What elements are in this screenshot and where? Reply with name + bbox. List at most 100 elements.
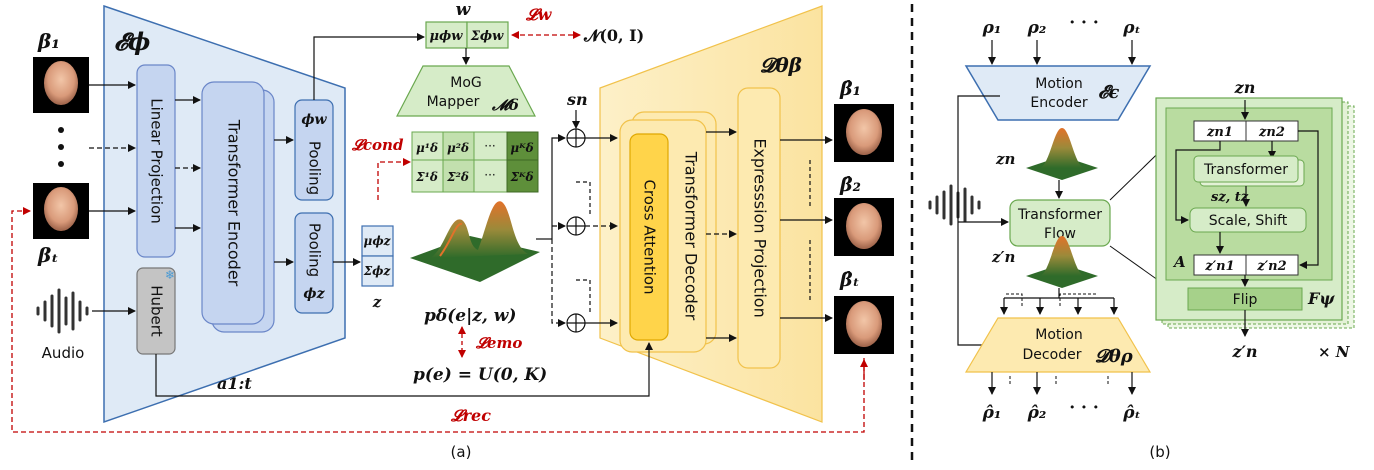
transformer-decoder-label: Transformer Decoder [682, 151, 701, 321]
merge-z-n1: z′n1 [1204, 259, 1234, 274]
mu-w-text: μϕw [430, 29, 464, 44]
pooling-z-label: Pooling [306, 223, 324, 277]
transformer-encoder-block [201, 81, 265, 325]
a-seq-label: a1:t [217, 374, 252, 393]
linear-projection-label: Linear Projection [148, 98, 166, 224]
face-beta-1 [33, 57, 89, 113]
beta-t-label: βₜ [37, 243, 59, 267]
cross-attention-label: Cross Attention [641, 179, 659, 294]
face-beta-hat-1 [834, 104, 894, 162]
scale-shift-block [1189, 207, 1307, 233]
loss-rec-label: 𝓛rec [450, 406, 491, 425]
w-label: w [456, 0, 472, 20]
sigma-cell-k: Σᴷδ [509, 170, 533, 184]
mu-cell-1: μ¹δ [416, 141, 438, 155]
flow-z-n-prime-out: z′n [1232, 342, 1258, 361]
sigma-w-cell [466, 21, 509, 49]
inner-transformer-label: Transformer [1203, 162, 1288, 178]
motion-encoder-line2: Encoder [1030, 95, 1087, 111]
cross-attention-block [629, 133, 669, 341]
audio-waveform-icon-b [928, 184, 981, 226]
audio-label: Audio [42, 344, 85, 362]
beta-hat-2-label: β̂₂ [839, 174, 861, 196]
beta-hat-1-label: β̂₁ [839, 78, 861, 100]
transformer-flow-line2: Flow [1044, 226, 1076, 242]
face-beta-hat-2 [834, 198, 894, 256]
motion-encoder-block [964, 65, 1152, 121]
expression-projection-block [737, 87, 781, 369]
loss-w-label: 𝓛w [525, 5, 553, 24]
flip-label: Flip [1233, 292, 1258, 308]
mog-parameter-grid [411, 131, 539, 193]
motion-decoder-line1: Motion [1035, 327, 1082, 343]
rho-hat-dots: · · · [1069, 398, 1099, 418]
pooling-w-label: Pooling [306, 141, 324, 195]
sigma-z-cell [361, 255, 394, 287]
mog-surface-plot [410, 201, 540, 282]
mu-cell-2: μ²δ [447, 141, 469, 155]
pooling-z-block [294, 212, 334, 314]
s-n-label: sn [566, 90, 588, 109]
split-z-n2: zn2 [1258, 125, 1285, 140]
times-n-label: × N [1318, 343, 1351, 361]
z-n-label: zn [995, 150, 1015, 168]
A-label: A [1172, 253, 1186, 271]
sigma-cell-2: Σ²δ [446, 170, 469, 184]
mu-cell-dots: ··· [484, 139, 495, 153]
z-n-prime-label: z′n [991, 248, 1015, 266]
motion-encoder-symbol: 𝓔ϵ [1098, 82, 1119, 103]
s-t-label: sz, tz [1211, 190, 1249, 205]
rho-1-label: ρ₁ [982, 18, 1002, 38]
sigma-z-text: Σϕz [363, 264, 392, 278]
z-label: z [372, 293, 382, 311]
inner-transformer-block [1193, 155, 1299, 183]
normal-prior-label: 𝓝(0, I) [583, 26, 644, 45]
motion-encoder-line1: Motion [1035, 76, 1082, 92]
merge-z-n2: z′n2 [1256, 259, 1286, 274]
caption-b: (b) [1149, 443, 1170, 461]
rho-dots: · · · [1069, 13, 1099, 33]
rho-t-label: ρₜ [1122, 18, 1141, 38]
split-z-n1: zn1 [1206, 125, 1233, 140]
face-beta-t [33, 183, 89, 239]
rho-hat-1-label: ρ̂₁ [982, 403, 1002, 423]
mog-mapper-block [396, 65, 536, 117]
mu-z-cell [361, 225, 394, 257]
decoder-symbol: 𝓓θβ [760, 53, 802, 77]
snowflake-icon: ❄ [165, 268, 175, 282]
rho-hat-2-label: ρ̂₂ [1027, 403, 1047, 423]
prior-label: p(e) = U(0, K) [413, 365, 547, 385]
motion-decoder-block [964, 317, 1152, 373]
z-n-gaussian-plot [1026, 128, 1098, 180]
rho-hat-t-label: ρ̂ₜ [1122, 403, 1141, 423]
expression-projection-label: Expresssion Projection [751, 138, 770, 317]
mu-w-cell [425, 21, 468, 49]
pooling-w-symbol: ϕw [301, 112, 327, 128]
sigma-cell-dots: ··· [484, 168, 495, 182]
pooling-z-symbol: ϕz [303, 286, 325, 302]
hubert-label: Hubert [148, 285, 166, 337]
scale-shift-label: Scale, Shift [1209, 213, 1288, 229]
loss-emo-label: 𝓛emo [475, 334, 522, 352]
linear-projection-block [136, 64, 176, 258]
sigma-cell-1: Σ¹δ [415, 170, 438, 184]
sum-node-1 [566, 128, 586, 148]
mog-line1: MoG [450, 75, 482, 91]
beta-hat-t-label: β̂ₜ [839, 269, 860, 291]
sigma-w-text: Σϕw [470, 29, 504, 44]
motion-decoder-symbol: 𝓓θρ [1095, 346, 1134, 367]
sum-node-2 [566, 216, 586, 236]
transformer-flow-line1: Transformer [1017, 207, 1102, 223]
mu-cell-k: μᴷδ [510, 141, 533, 155]
rho-2-label: ρ₂ [1027, 18, 1047, 38]
F-psi-label: Fψ [1307, 289, 1335, 308]
mu-z-text: μϕz [364, 234, 392, 248]
beta-1-label: β₁ [37, 29, 60, 53]
mog-symbol: 𝓜δ [491, 96, 519, 114]
vertical-ellipsis [58, 127, 64, 167]
mog-line2: Mapper [427, 94, 480, 110]
z-n-prime-gaussian-plot [1026, 236, 1098, 288]
loss-cond-label: 𝓛cond [351, 136, 404, 154]
